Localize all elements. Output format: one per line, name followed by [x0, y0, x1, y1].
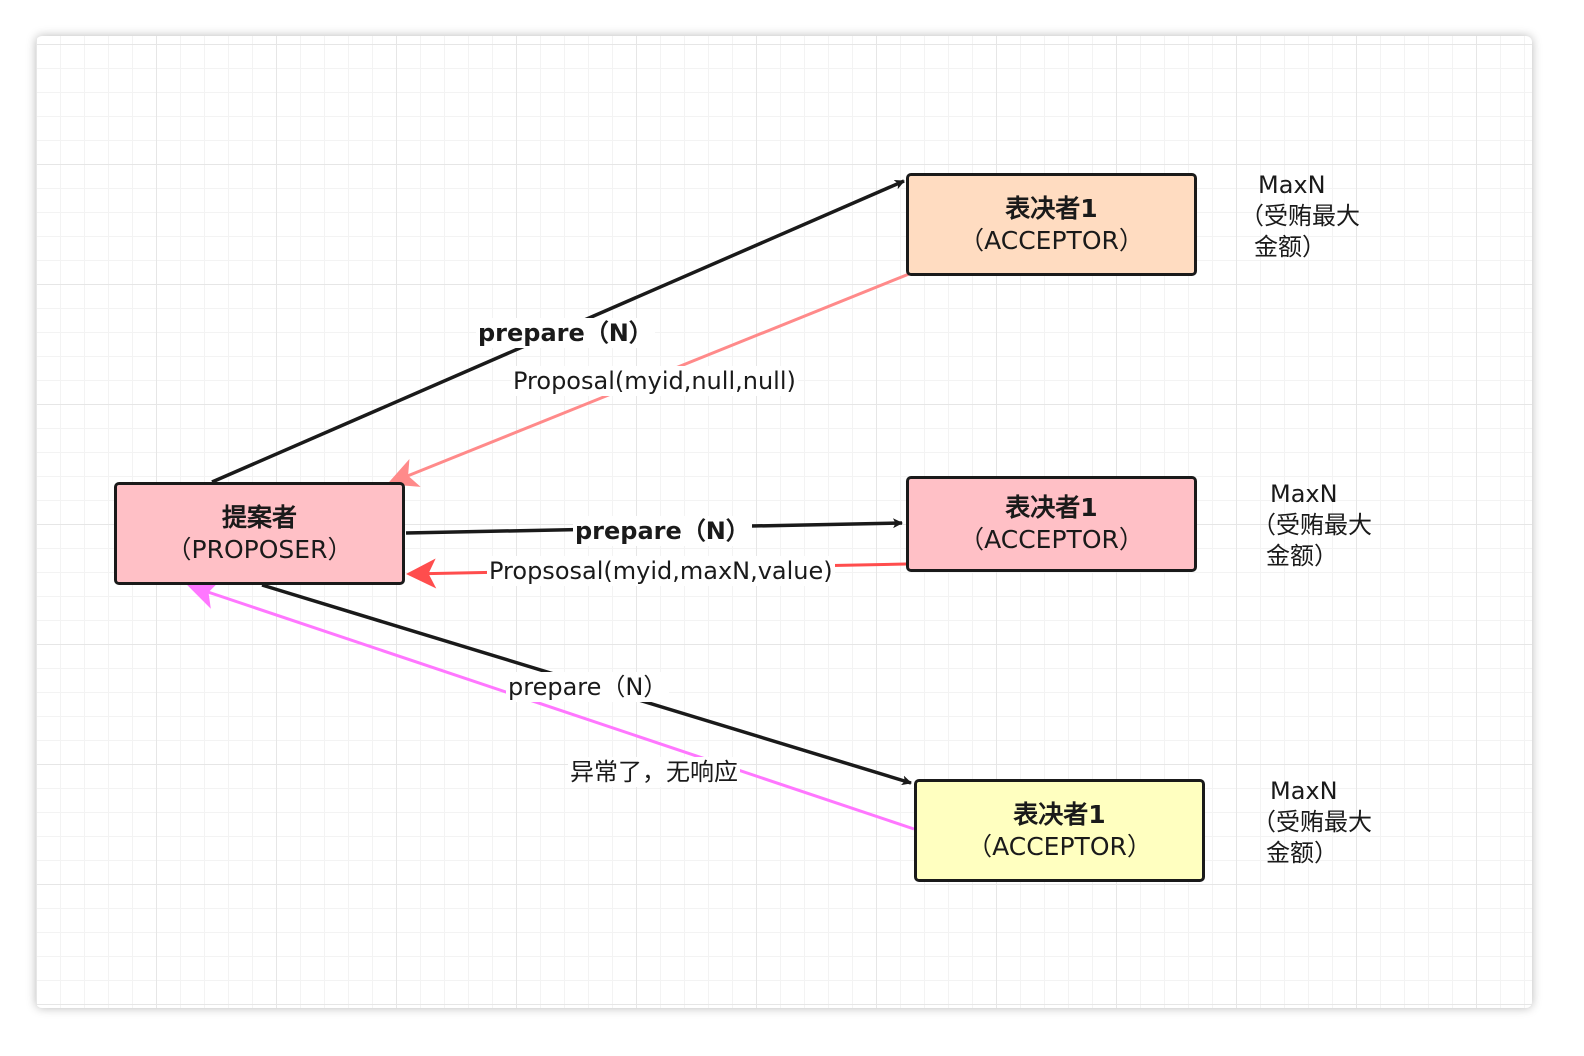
maxn-note-3-line3: 金额） — [1266, 839, 1338, 867]
maxn-note-1: MaxN （受贿最大 金额） — [1240, 170, 1360, 263]
maxn-note-3: MaxN （受贿最大 金额） — [1252, 776, 1372, 869]
edge-label-prepare-1: prepare（N） — [476, 318, 655, 348]
maxn-note-2-line2: （受贿最大 — [1252, 511, 1372, 539]
acceptor-3-title: 表决者1 — [1013, 799, 1106, 829]
acceptor-node-1[interactable]: 表决者1 （ACCEPTOR） — [906, 173, 1197, 276]
diagram-canvas — [36, 36, 1532, 1008]
edge-timeout-acceptor-3 — [187, 580, 915, 831]
maxn-note-2-line3: 金额） — [1266, 542, 1338, 570]
edge-label-prepare-2: prepare（N） — [573, 516, 752, 546]
acceptor-node-3[interactable]: 表决者1 （ACCEPTOR） — [914, 779, 1205, 882]
edge-label-prepare-3: prepare（N） — [506, 672, 670, 702]
maxn-note-3-line1: MaxN — [1270, 777, 1338, 805]
edge-label-timeout-3: 异常了，无响应 — [568, 757, 740, 787]
acceptor-2-title: 表决者1 — [1005, 493, 1098, 522]
maxn-note-3-line2: （受贿最大 — [1252, 808, 1372, 836]
proposer-subtitle: （PROPOSER） — [166, 534, 353, 564]
maxn-note-2: MaxN （受贿最大 金额） — [1252, 479, 1372, 572]
acceptor-2-subtitle: （ACCEPTOR） — [959, 525, 1144, 554]
maxn-note-1-line2: （受贿最大 — [1240, 202, 1360, 230]
maxn-note-1-line3: 金额） — [1254, 233, 1326, 261]
edge-label-proposal-1: Proposal(myid,null,null) — [511, 366, 798, 396]
edge-label-proposal-2: Propsosal(myid,maxN,value) — [487, 556, 835, 586]
acceptor-node-2[interactable]: 表决者1 （ACCEPTOR） — [906, 476, 1197, 572]
acceptor-1-subtitle: （ACCEPTOR） — [959, 225, 1144, 255]
acceptor-3-subtitle: （ACCEPTOR） — [967, 831, 1152, 861]
acceptor-1-title: 表决者1 — [1005, 193, 1098, 223]
maxn-note-1-line1: MaxN — [1258, 171, 1326, 199]
proposer-node[interactable]: 提案者 （PROPOSER） — [114, 482, 405, 585]
maxn-note-2-line1: MaxN — [1270, 480, 1338, 508]
proposer-title: 提案者 — [221, 502, 297, 532]
